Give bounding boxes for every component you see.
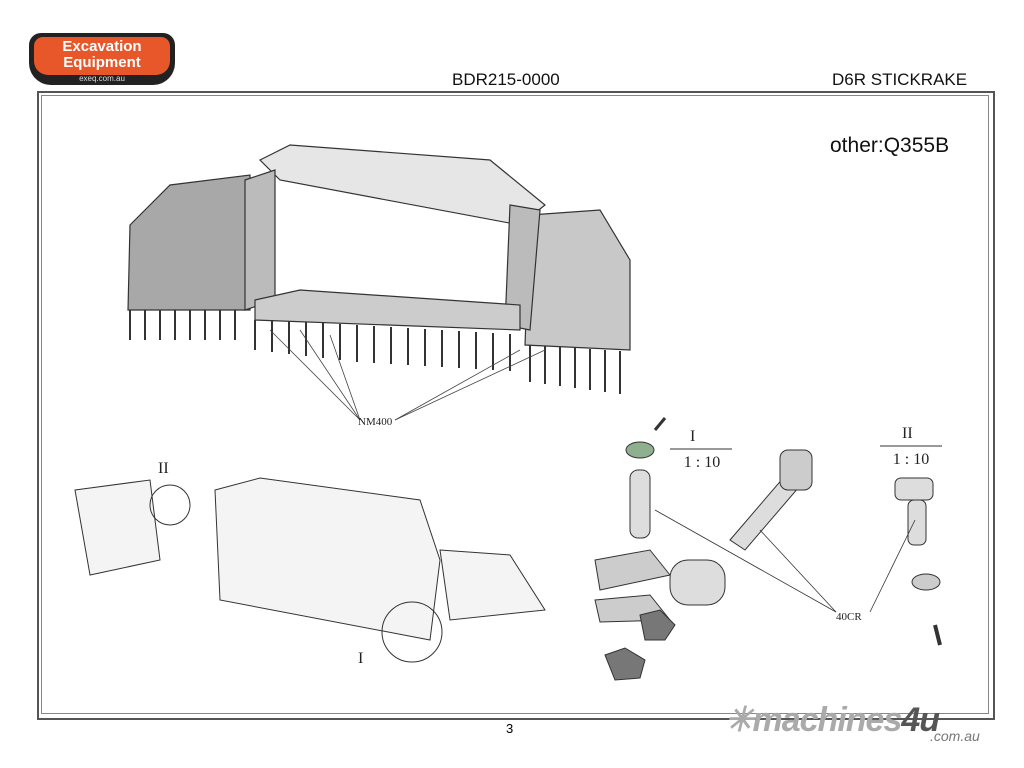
page-number: 3 (506, 721, 514, 736)
drawing-frame (37, 91, 995, 720)
material-note: other:Q355B (830, 134, 950, 157)
stickrake-main-view (127, 144, 631, 421)
detail-ii-scale: 1 : 10 (892, 451, 930, 468)
detail-i-id: I (690, 428, 696, 445)
watermark: ✳machines4u (725, 701, 940, 739)
drawing-number: BDR215-0000 (452, 70, 560, 89)
logo-url: exeq.com.au (79, 74, 125, 83)
exploded-views (74, 417, 942, 681)
detail-ii-id: II (902, 425, 913, 442)
callout-i: I (358, 650, 364, 667)
logo-line2: Equipment (63, 54, 141, 71)
label-nm400: NM400 (358, 416, 393, 428)
label-40cr: 40CR (836, 611, 862, 623)
drawing-frame-inner (41, 95, 989, 714)
callout-ii: II (158, 460, 169, 477)
drawing-title: D6R STICKRAKE (832, 70, 968, 89)
logo-line1: Excavation (62, 38, 142, 55)
detail-i-scale: 1 : 10 (683, 454, 721, 471)
watermark-name: machines (752, 701, 903, 739)
watermark-domain: .com.au (930, 728, 980, 744)
watermark-4u: 4u (901, 701, 940, 739)
